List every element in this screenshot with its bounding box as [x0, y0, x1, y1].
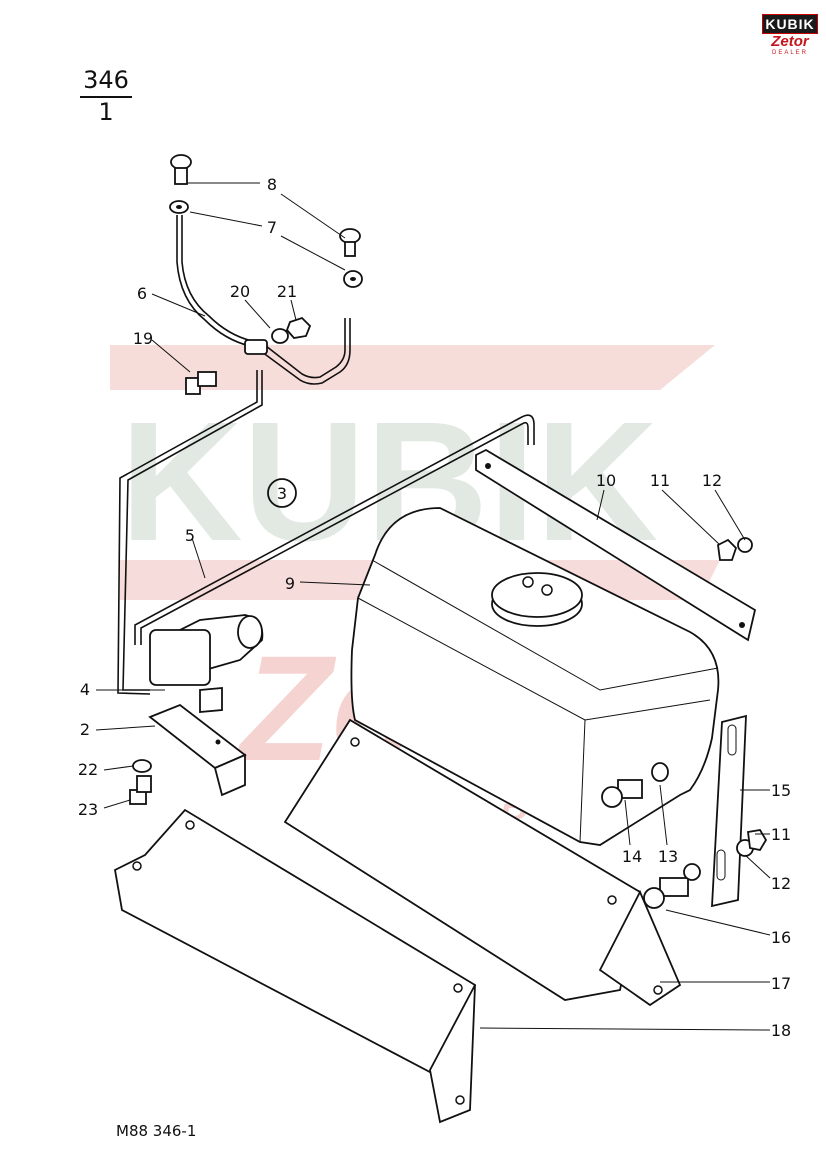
- logo-tag: DEALER: [771, 50, 808, 56]
- label-23: 23: [78, 800, 98, 819]
- circled-ref-text: 3: [277, 484, 287, 503]
- nut-11: [717, 538, 738, 561]
- tank-support-18: [113, 808, 477, 1124]
- label-2: 2: [80, 720, 90, 739]
- bolt-23: [129, 775, 152, 805]
- bolt-19: [185, 371, 217, 395]
- label-9: 9: [285, 574, 295, 593]
- tank-support-17: [283, 718, 682, 1007]
- washer-20: [271, 328, 289, 344]
- label-14: 14: [622, 847, 642, 866]
- washer-22: [132, 759, 152, 773]
- label-8: 8: [267, 175, 277, 194]
- page-number-sheet: 1: [98, 98, 114, 126]
- nut-21: [285, 316, 312, 339]
- logo-brand: KUBIK: [762, 14, 818, 34]
- label-6: 6: [137, 284, 147, 303]
- strap-bracket-15: [711, 714, 747, 908]
- label-16: 16: [771, 928, 791, 947]
- nut-11-right: [746, 829, 768, 852]
- washer-13: [651, 762, 669, 782]
- tank-strap-10: [475, 448, 757, 642]
- label-20: 20: [230, 282, 250, 301]
- hose-assembly-6: [176, 215, 351, 385]
- page-number: 346 1: [80, 66, 132, 126]
- kubik-zetor-logo: KUBIK Zetor DEALER: [762, 14, 818, 62]
- washer-pump-4: [149, 614, 264, 713]
- label-12-right: 12: [771, 874, 791, 893]
- label-22: 22: [78, 760, 98, 779]
- label-11-right: 11: [771, 825, 791, 844]
- label-15: 15: [771, 781, 791, 800]
- label-5: 5: [185, 526, 195, 545]
- hose-nozzle-upper: [169, 154, 192, 214]
- label-19: 19: [133, 329, 153, 348]
- leader-lines: [95, 182, 771, 1031]
- hose-nozzle-right: [339, 228, 363, 288]
- page-number-main: 346: [80, 66, 132, 98]
- label-7: 7: [267, 218, 277, 237]
- washer-13-lower: [683, 863, 701, 881]
- circled-ref-3: [267, 478, 297, 508]
- label-10: 10: [596, 471, 616, 490]
- part-labels: 8 7 6 20 21 19 5 9 10 11 12 4 2 22 23 14…: [78, 175, 791, 1040]
- washer-12: [737, 537, 753, 553]
- bolt-16: [643, 877, 689, 909]
- label-18: 18: [771, 1021, 791, 1040]
- label-21: 21: [277, 282, 297, 301]
- label-13: 13: [658, 847, 678, 866]
- label-4: 4: [80, 680, 90, 699]
- label-11: 11: [650, 471, 670, 490]
- washer-tank-9: [350, 507, 720, 846]
- logo-sub: Zetor: [771, 33, 809, 50]
- pump-bracket-2: [148, 703, 247, 797]
- bolt-14: [601, 779, 643, 808]
- label-12: 12: [702, 471, 722, 490]
- hose-assembly-5: [117, 370, 535, 695]
- label-17: 17: [771, 974, 791, 993]
- footer-code: M88 346-1: [116, 1122, 197, 1140]
